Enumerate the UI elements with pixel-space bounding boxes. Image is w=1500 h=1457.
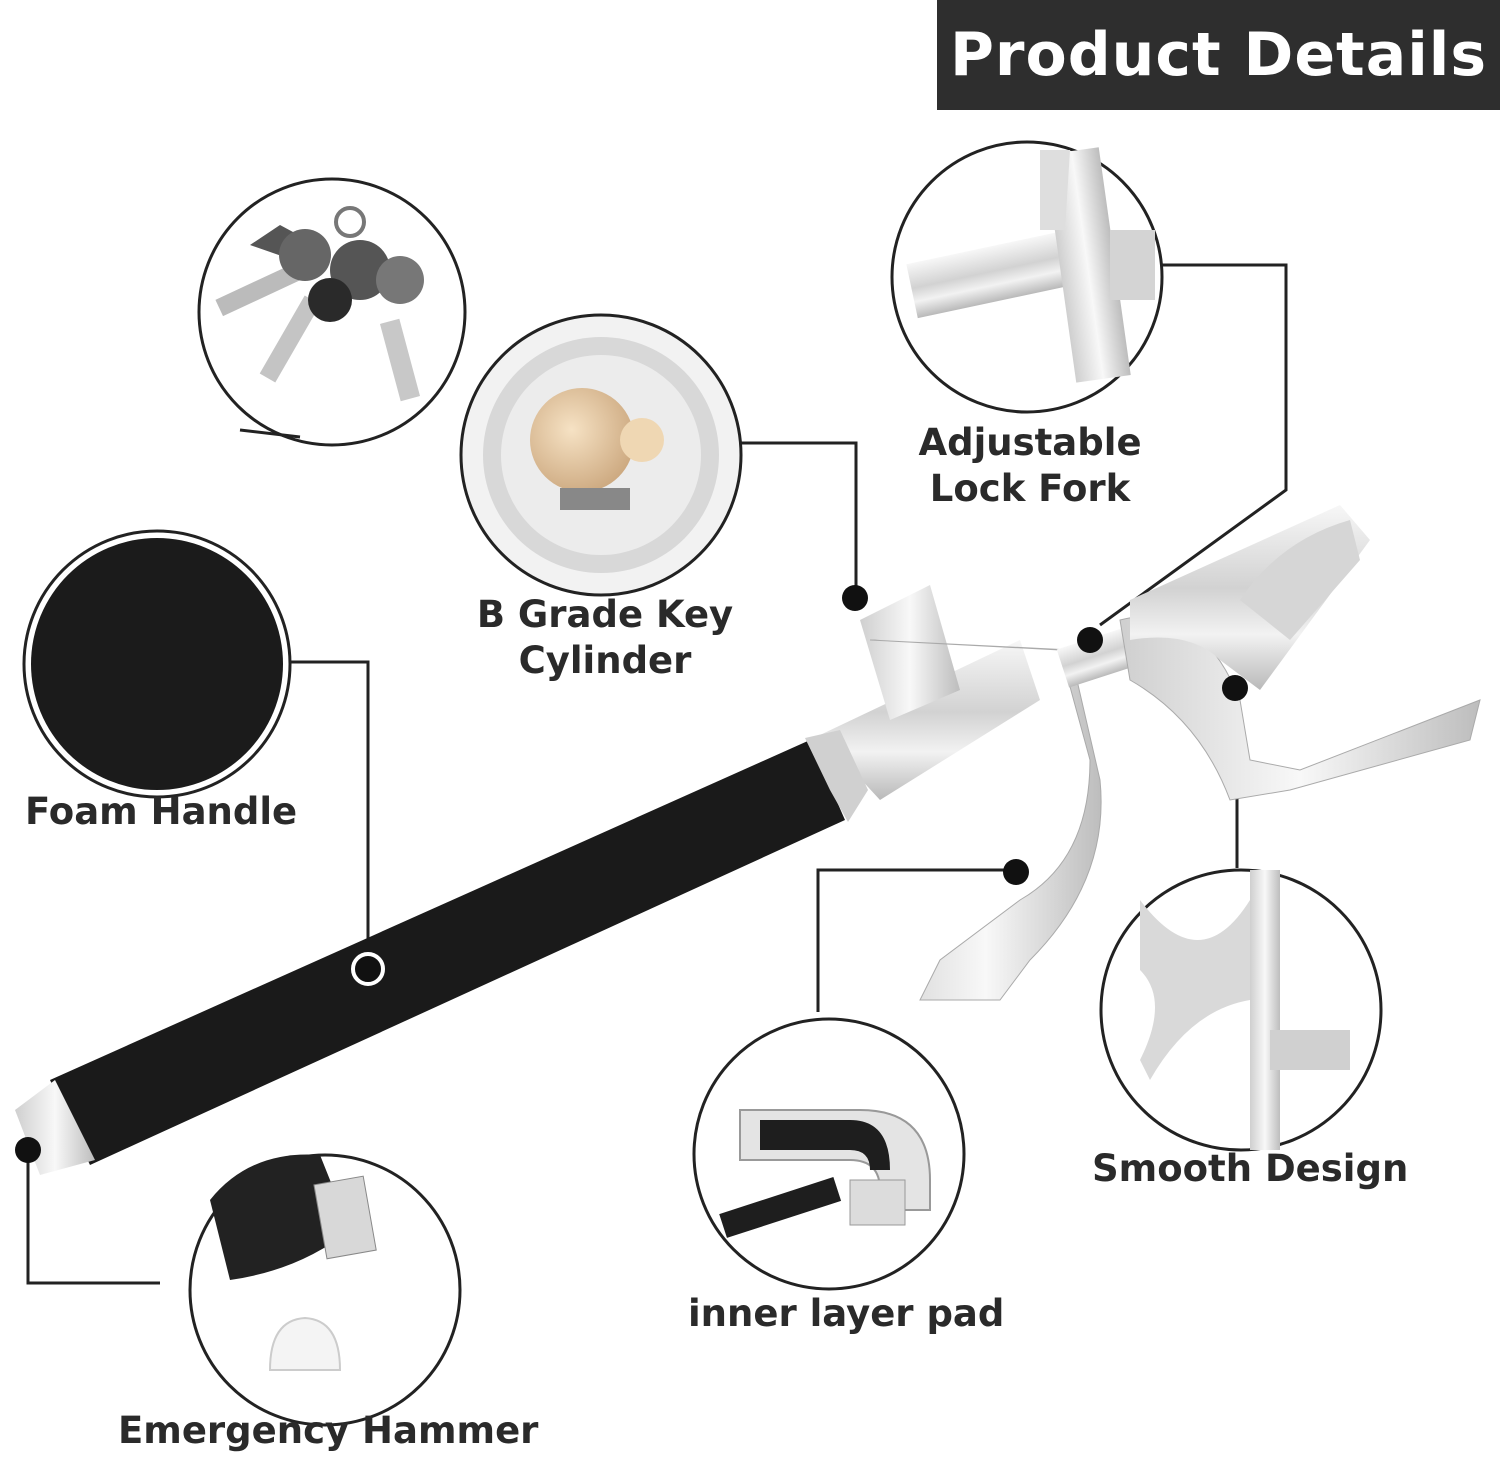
- key-cylinder-label-line2: Cylinder: [518, 639, 692, 682]
- lock-fork-label-line2: Lock Fork: [929, 467, 1131, 510]
- steering-lock: [15, 505, 1481, 1175]
- foam-handle-marker: [351, 952, 385, 986]
- pad-detail: [692, 1017, 966, 1291]
- smooth-detail: [1099, 868, 1383, 1152]
- smooth-design-label: Smooth Design: [1092, 1147, 1409, 1190]
- foam-detail: [22, 529, 292, 799]
- inner-pad-label: inner layer pad: [688, 1292, 1005, 1335]
- lock-cylinder-detail: [459, 313, 743, 597]
- keys-detail: [197, 177, 467, 447]
- hammer-detail: [188, 1153, 462, 1427]
- key-icon: [215, 206, 424, 402]
- pad-detail-icon: [719, 1109, 931, 1238]
- hammer-marker: [15, 1137, 41, 1163]
- title-banner: Product Details: [937, 0, 1500, 110]
- foam-handle-label: Foam Handle: [25, 790, 298, 833]
- lock-cylinder-icon: [530, 388, 664, 510]
- fork-detail: [890, 140, 1164, 414]
- callout-markers: [15, 585, 1248, 1163]
- lock-fork-label: Adjustable Lock Fork: [905, 420, 1155, 512]
- lock-fork-label-line1: Adjustable: [918, 421, 1142, 464]
- inner-pad-marker: [1003, 859, 1029, 885]
- key-cylinder-label: B Grade Key Cylinder: [470, 592, 740, 684]
- emergency-hammer-label: Emergency Hammer: [118, 1409, 539, 1452]
- hammer-tip-icon: [210, 1154, 377, 1371]
- lock-fork-marker: [1077, 627, 1103, 653]
- smooth-design-marker: [1222, 675, 1248, 701]
- page-title: Product Details: [949, 20, 1488, 90]
- key-cylinder-marker: [842, 585, 868, 611]
- fork-detail-icon: [906, 147, 1155, 383]
- foam-circle-icon: [31, 538, 283, 790]
- key-cylinder-label-line1: B Grade Key: [476, 593, 734, 636]
